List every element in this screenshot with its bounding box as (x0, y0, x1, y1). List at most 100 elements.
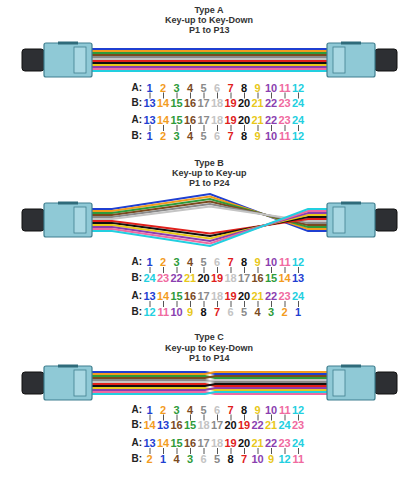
pin-number: 13 (292, 273, 304, 284)
pin-number: 16 (184, 291, 196, 302)
optical-fiber (90, 48, 330, 50)
pin-number: 10 (265, 257, 277, 268)
optical-fiber (90, 62, 330, 64)
pin-number: 13 (144, 291, 156, 302)
section-title: Type B (195, 159, 224, 168)
pin-number: 15 (171, 98, 183, 109)
pin-number: 4 (255, 307, 261, 318)
pin-number: 11 (158, 307, 170, 318)
pin-number: 4 (187, 257, 193, 268)
pin-number: 23 (292, 420, 304, 431)
pin-number: 24 (292, 438, 304, 449)
row-label: B: (132, 98, 143, 108)
pin-number: 17 (211, 420, 223, 431)
optical-fiber (90, 392, 330, 394)
pin-number: 20 (238, 438, 250, 449)
pin-number: 20 (238, 115, 250, 126)
row-label: A: (132, 83, 143, 93)
optical-fiber (90, 50, 330, 52)
pin-number: 5 (201, 131, 207, 142)
pin-number: 17 (198, 115, 210, 126)
pin-number: 24 (292, 115, 304, 126)
connector-boot (375, 49, 397, 71)
pin-number: 1 (147, 257, 153, 268)
pin-number: 19 (225, 291, 237, 302)
connector-key (58, 365, 78, 368)
pin-number: 8 (241, 83, 247, 94)
pin-number: 3 (174, 83, 180, 94)
connector-boot (22, 372, 44, 394)
pin-number: 13 (144, 115, 156, 126)
pin-number: 12 (292, 83, 304, 94)
section-title: Type A (195, 6, 224, 15)
pin-number: 11 (279, 131, 291, 142)
pin-number: 2 (160, 83, 166, 94)
pin-number: 20 (238, 98, 250, 109)
optical-fiber (90, 52, 330, 54)
pin-number: 10 (265, 405, 277, 416)
connector-key (58, 202, 78, 205)
pin-number: 22 (265, 115, 277, 126)
pin-number: 17 (238, 273, 250, 284)
pin-number: 3 (174, 257, 180, 268)
pin-number: 18 (211, 115, 223, 126)
connector-ferrule (333, 47, 345, 73)
row-label: B: (132, 420, 143, 430)
optical-fiber (90, 372, 330, 374)
optical-fiber (90, 56, 330, 58)
optical-fiber (90, 384, 330, 386)
pin-number: 5 (214, 454, 220, 465)
pin-number: 24 (279, 420, 291, 431)
connector-boot (22, 49, 44, 71)
optical-fiber (90, 388, 330, 390)
pin-number: 13 (144, 438, 156, 449)
pin-number: 15 (171, 115, 183, 126)
cable-assembly (22, 43, 397, 131)
pin-number: 19 (225, 438, 237, 449)
mpo-connector (327, 43, 397, 77)
connector-ferrule (74, 370, 86, 396)
optical-fiber (90, 380, 330, 382)
pin-number: 11 (279, 257, 291, 268)
pin-number: 6 (214, 131, 220, 142)
pin-number: 5 (201, 83, 207, 94)
optical-fiber (90, 64, 330, 66)
pin-number: 23 (279, 115, 291, 126)
pin-number: 6 (214, 83, 220, 94)
pin-number: 6 (228, 307, 234, 318)
pin-number: 22 (171, 273, 183, 284)
optical-fiber (90, 66, 330, 68)
pin-number: 21 (265, 420, 277, 431)
pin-number: 15 (171, 291, 183, 302)
pin-number: 16 (184, 115, 196, 126)
connector-housing (327, 43, 375, 77)
connector-key (341, 365, 361, 368)
pin-number: 15 (265, 273, 277, 284)
mpo-connector (22, 366, 92, 400)
row-label: B: (132, 131, 143, 141)
pin-number: 8 (241, 131, 247, 142)
pin-number: 21 (252, 98, 264, 109)
pin-number: 18 (211, 98, 223, 109)
pin-number: 14 (279, 273, 291, 284)
connector-boot (375, 209, 397, 231)
pin-number: 9 (255, 405, 261, 416)
section-title: P1 to P13 (189, 26, 230, 35)
pin-number: 19 (238, 420, 250, 431)
pin-number: 10 (265, 83, 277, 94)
optical-fiber (90, 388, 330, 390)
row-label: B: (132, 273, 143, 283)
optical-fiber (90, 376, 330, 378)
pin-number: 10 (265, 131, 277, 142)
pin-number: 12 (292, 257, 304, 268)
pin-number: 16 (171, 420, 183, 431)
pin-number: 16 (184, 98, 196, 109)
cable-assembly (22, 194, 397, 307)
connector-key (341, 202, 361, 205)
pin-number: 22 (265, 291, 277, 302)
pin-number: 5 (201, 257, 207, 268)
pin-number: 6 (214, 257, 220, 268)
pin-number: 5 (241, 307, 247, 318)
connector-boot (375, 372, 397, 394)
pin-number: 4 (174, 454, 180, 465)
